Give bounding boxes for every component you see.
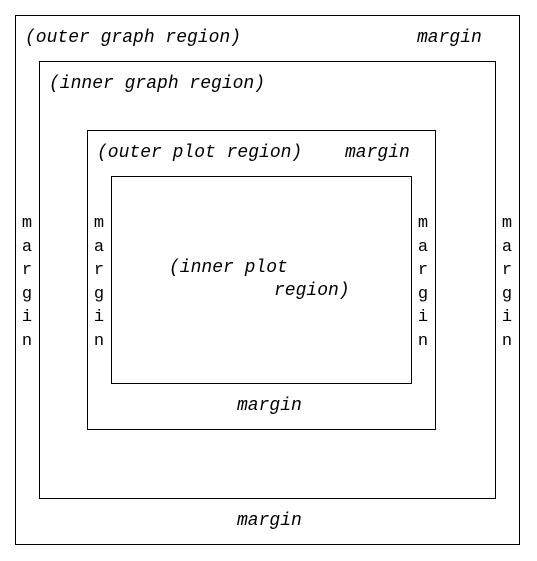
outer-plot-region-label: (outer plot region) [97,143,303,163]
inner-graph-region-label: (inner graph region) [49,74,266,94]
inner-plot-region-label-line2: region) [274,281,350,301]
outer-plot-bottom-margin-label: margin [237,396,302,416]
inner-plot-region-box [111,176,412,384]
outer-graph-right-margin-label: margin [501,214,513,351]
outer-graph-region-box [15,15,520,545]
inner-plot-region-label-line1: (inner plot [169,258,288,278]
outer-graph-bottom-margin-label: margin [237,511,302,531]
outer-graph-top-margin-label: margin [417,28,482,48]
outer-plot-region-box [87,130,436,430]
outer-plot-top-margin-label: margin [345,143,410,163]
outer-graph-left-margin-label: margin [21,214,33,351]
inner-graph-region-box [39,61,496,499]
outer-plot-left-margin-label: margin [93,214,105,351]
outer-plot-right-margin-label: margin [417,214,429,351]
outer-graph-region-label: (outer graph region) [25,28,242,48]
